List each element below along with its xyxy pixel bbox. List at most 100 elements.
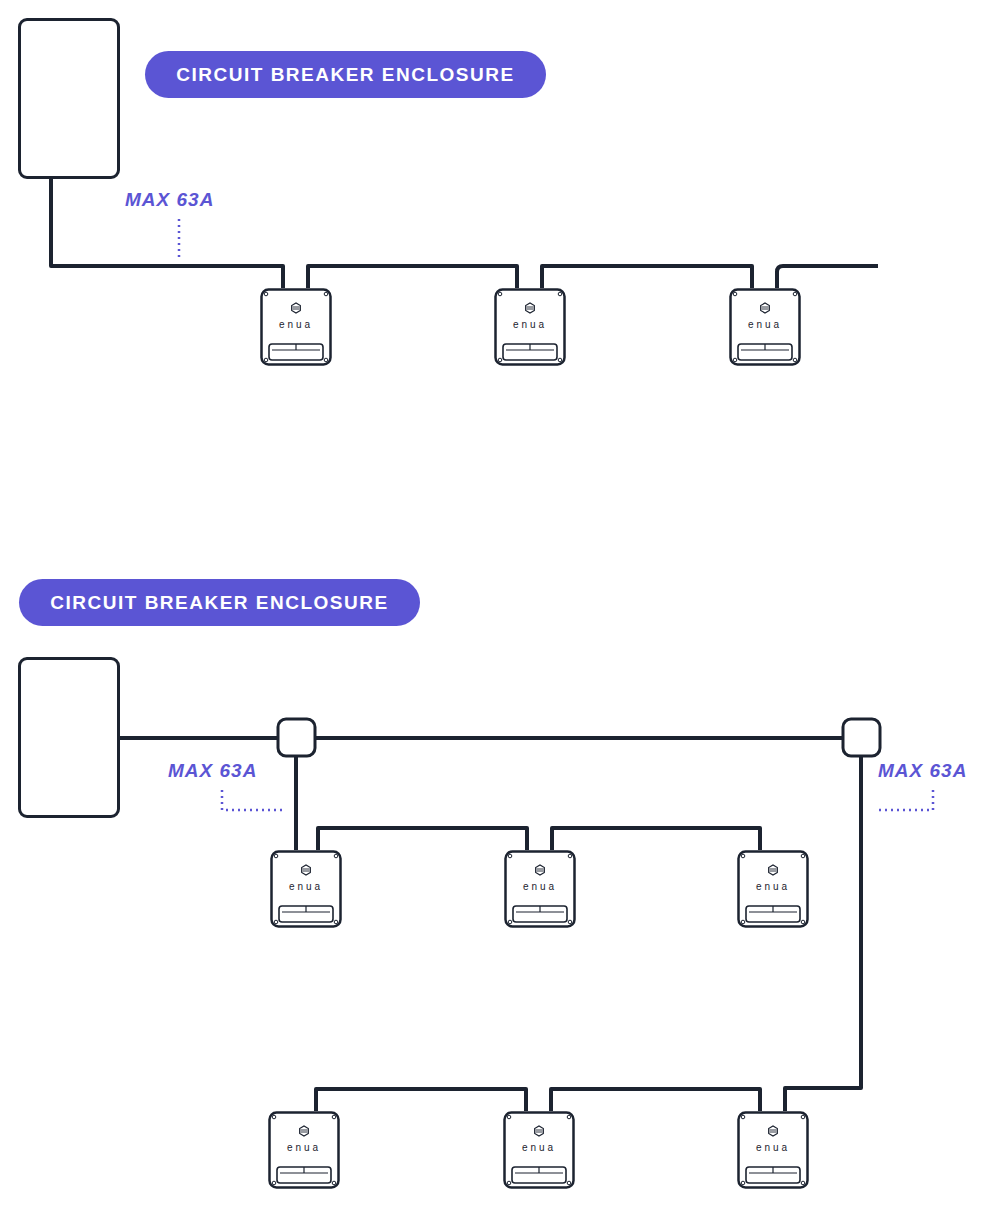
brand-name: enua bbox=[503, 1142, 575, 1153]
cable-holder bbox=[513, 906, 567, 922]
brand-name: enua bbox=[494, 319, 566, 330]
cable-holder bbox=[512, 1167, 566, 1183]
screw bbox=[508, 854, 512, 858]
screw bbox=[264, 292, 268, 296]
brand-logo bbox=[770, 869, 777, 871]
screw bbox=[558, 292, 562, 296]
brand-logo bbox=[527, 307, 534, 309]
screw bbox=[741, 854, 745, 858]
screw bbox=[324, 358, 328, 362]
screw bbox=[801, 920, 805, 924]
brand-logo bbox=[301, 1130, 308, 1132]
screw bbox=[741, 1181, 745, 1185]
cable-holder bbox=[503, 344, 557, 360]
screw bbox=[332, 1115, 336, 1119]
cable-holder bbox=[269, 344, 323, 360]
cable-holder bbox=[272, 344, 320, 350]
charger-unit: enua bbox=[270, 850, 342, 928]
cable-holder bbox=[506, 344, 554, 350]
charger-unit: enua bbox=[504, 850, 576, 928]
brand-logo bbox=[535, 1126, 544, 1136]
current-rating: MAX 63A bbox=[168, 760, 257, 782]
screw bbox=[508, 920, 512, 924]
cable-holder bbox=[746, 906, 800, 922]
cable-holder bbox=[738, 344, 792, 360]
screw bbox=[498, 358, 502, 362]
screw bbox=[498, 292, 502, 296]
cable-holder bbox=[282, 906, 330, 912]
brand-name: enua bbox=[729, 319, 801, 330]
cable-holder bbox=[749, 906, 797, 912]
brand-name: enua bbox=[268, 1142, 340, 1153]
brand-logo bbox=[536, 865, 545, 875]
junction-box bbox=[843, 719, 880, 756]
circuit-breaker-enclosure: CIRCUIT BREAKER ENCLOSURE bbox=[18, 18, 120, 179]
screw bbox=[567, 1181, 571, 1185]
brand-name: enua bbox=[260, 319, 332, 330]
cable-holder bbox=[516, 906, 564, 912]
power-cable bbox=[551, 1089, 760, 1111]
screw bbox=[274, 854, 278, 858]
power-cable bbox=[120, 738, 296, 850]
screw bbox=[264, 358, 268, 362]
screw bbox=[507, 1181, 511, 1185]
screw bbox=[733, 292, 737, 296]
screw bbox=[274, 920, 278, 924]
screw bbox=[741, 920, 745, 924]
brand-logo bbox=[537, 869, 544, 871]
current-rating: MAX 63A bbox=[125, 189, 214, 211]
cable-holder bbox=[741, 344, 789, 350]
screw bbox=[793, 292, 797, 296]
brand-name: enua bbox=[737, 881, 809, 892]
power-cable bbox=[542, 266, 752, 288]
cable-holder bbox=[279, 906, 333, 922]
circuit-breaker-enclosure: CIRCUIT BREAKER ENCLOSURE bbox=[18, 657, 120, 818]
screw bbox=[568, 920, 572, 924]
leader-line bbox=[875, 790, 933, 810]
brand-logo bbox=[526, 303, 535, 313]
cable-holder bbox=[746, 1167, 800, 1183]
cable-holder bbox=[515, 1167, 563, 1173]
enclosure-heading: CIRCUIT BREAKER ENCLOSURE bbox=[145, 51, 546, 98]
brand-logo bbox=[762, 307, 769, 309]
brand-logo bbox=[536, 1130, 543, 1132]
cable-holder bbox=[277, 1167, 331, 1183]
current-rating: MAX 63A bbox=[878, 760, 967, 782]
charger-unit: enua bbox=[729, 288, 801, 366]
power-cable bbox=[51, 179, 283, 288]
brand-name: enua bbox=[504, 881, 576, 892]
power-cable bbox=[308, 266, 517, 288]
power-cable bbox=[552, 828, 760, 850]
enclosure-heading: CIRCUIT BREAKER ENCLOSURE bbox=[19, 579, 420, 626]
power-cable bbox=[120, 738, 861, 1111]
brand-logo bbox=[293, 307, 300, 309]
screw bbox=[324, 292, 328, 296]
screw bbox=[334, 854, 338, 858]
screw bbox=[332, 1181, 336, 1185]
screw bbox=[272, 1115, 276, 1119]
brand-logo bbox=[300, 1126, 309, 1136]
screw bbox=[272, 1181, 276, 1185]
power-cable bbox=[316, 1089, 526, 1111]
screw bbox=[568, 854, 572, 858]
charger-unit: enua bbox=[503, 1111, 575, 1189]
screw bbox=[741, 1115, 745, 1119]
charger-unit: enua bbox=[260, 288, 332, 366]
leader-line bbox=[222, 790, 283, 810]
junction-box bbox=[278, 719, 315, 756]
power-cable bbox=[318, 828, 527, 850]
brand-logo bbox=[302, 865, 311, 875]
brand-name: enua bbox=[270, 881, 342, 892]
cable-holder bbox=[280, 1167, 328, 1173]
brand-name: enua bbox=[737, 1142, 809, 1153]
brand-logo bbox=[761, 303, 770, 313]
screw bbox=[801, 854, 805, 858]
screw bbox=[733, 358, 737, 362]
screw bbox=[558, 358, 562, 362]
brand-logo bbox=[292, 303, 301, 313]
screw bbox=[507, 1115, 511, 1119]
screw bbox=[801, 1181, 805, 1185]
leader-line bbox=[178, 219, 181, 258]
brand-logo bbox=[303, 869, 310, 871]
